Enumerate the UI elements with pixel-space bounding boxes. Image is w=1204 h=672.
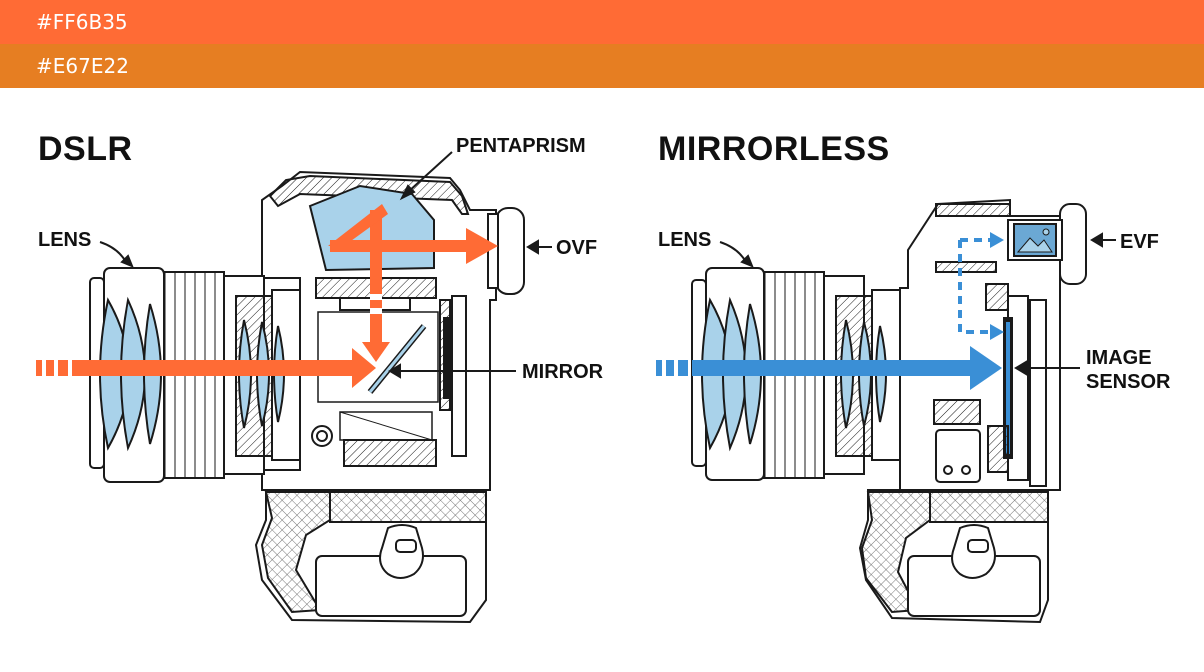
swatch-label-secondary: #E67E22 <box>36 54 129 78</box>
swatch-bar-primary: #FF6B35 <box>0 0 1204 44</box>
camera-comparison-diagram <box>0 88 1204 672</box>
swatch-label-primary: #FF6B35 <box>36 10 128 34</box>
swatch-bar-secondary: #E67E22 <box>0 44 1204 88</box>
